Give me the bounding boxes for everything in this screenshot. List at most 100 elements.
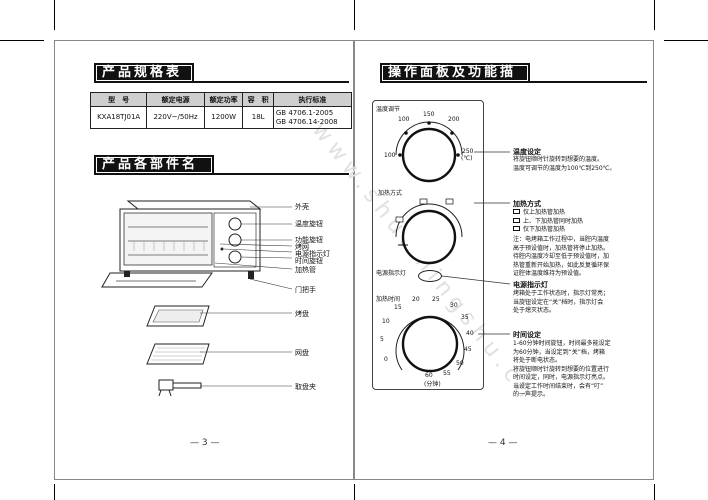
bottom-heat-icon bbox=[513, 226, 520, 231]
crop-mark bbox=[54, 0, 55, 30]
timer-unit: (分钟) bbox=[424, 381, 441, 388]
lamp-desc-heading: 电源指示灯 bbox=[513, 281, 548, 289]
timer-tick-20: 20 bbox=[412, 296, 420, 303]
timer-knob-label: 加热时间 bbox=[376, 296, 401, 303]
spec-rated-power: 1200W bbox=[203, 106, 244, 129]
title-underline bbox=[530, 81, 647, 83]
part-label-heating-tube: 加热管 bbox=[295, 266, 316, 274]
both-heat-icon bbox=[513, 217, 520, 223]
wire-rack-illustration bbox=[146, 343, 210, 365]
heat-option-label: 仅下加热管加热 bbox=[523, 226, 566, 233]
part-label-tray-clip: 取盘夹 bbox=[295, 383, 316, 391]
heat-note-line: 高于预设值时，加热管将停止加热。 bbox=[513, 244, 610, 252]
crop-mark bbox=[354, 484, 355, 500]
spec-header-standard: 执行标准 bbox=[272, 92, 353, 107]
heat-option-label: 上、下加热管同时加热 bbox=[523, 217, 584, 225]
timer-tick-30: 30 bbox=[450, 302, 458, 309]
spec-capacity: 18L bbox=[242, 106, 274, 129]
temp-desc-body: 将旋钮顺时针旋转到想要的温度。 温度可调节的温度为100℃到250℃。 bbox=[513, 156, 649, 173]
heat-option-label: 仅上加热管加热 bbox=[523, 209, 566, 216]
temperature-knob[interactable] bbox=[384, 113, 474, 183]
top-heat-icon bbox=[513, 209, 520, 214]
part-label-temp-knob: 温度旋钮 bbox=[295, 220, 323, 228]
timer-tick-40: 40 bbox=[466, 330, 474, 337]
spec-standard: GB 4706.1-2005 GB 4706.14-2008 bbox=[272, 106, 353, 129]
tray-clip-illustration bbox=[158, 379, 202, 397]
spec-header-power-source: 额定电源 bbox=[146, 92, 205, 107]
time-desc-line: 的一声提示。 bbox=[513, 391, 550, 398]
lamp-desc-line: 烤箱处于工作状态时，指示灯常亮； bbox=[513, 290, 610, 297]
spec-standard-2: GB 4706.14-2008 bbox=[275, 117, 338, 126]
time-desc-line: 1-60分钟时间旋钮，时间最多能设定 bbox=[513, 340, 611, 347]
time-desc-body: 1-60分钟时间旋钮，时间最多能设定 为60分钟，当设定到“关”档，烤箱 将处于… bbox=[513, 340, 649, 400]
right-page bbox=[354, 40, 654, 480]
lamp-desc-body: 烤箱处于工作状态时，指示灯常亮； 当旋钮设定在“关”档时，指示灯会 处于熄灭状态… bbox=[513, 290, 649, 316]
timer-tick-60: 60 bbox=[425, 372, 433, 379]
spec-model: KXA18TJ01A bbox=[89, 106, 148, 129]
heat-option-both: 上、下加热管同时加热 bbox=[513, 217, 649, 227]
crop-mark bbox=[54, 484, 55, 500]
temp-desc-line: 温度可调节的温度为100℃到250℃。 bbox=[513, 164, 616, 172]
function-knob-label: 加热方式 bbox=[378, 190, 403, 197]
baking-tray-illustration bbox=[146, 305, 210, 327]
heat-desc-heading: 加热方式 bbox=[513, 200, 541, 208]
timer-tick-5: 5 bbox=[380, 336, 384, 343]
heat-note-line: 注：电烤箱工作过程中，当腔内温度 bbox=[513, 236, 610, 243]
lamp-desc-line: 处于熄灭状态。 bbox=[513, 307, 556, 314]
heat-desc-options: 仅上加热管加热 上、下加热管同时加热 仅下加热管加热 bbox=[513, 209, 649, 235]
spec-power-source: 220V~/50Hz bbox=[146, 106, 205, 129]
function-knob[interactable] bbox=[384, 195, 474, 265]
time-desc-line: 将处于断电状态。 bbox=[513, 357, 562, 364]
control-panel bbox=[372, 100, 484, 390]
indicator-label: 电源指示灯 bbox=[376, 270, 407, 277]
timer-tick-25: 25 bbox=[432, 296, 440, 303]
heat-note-line: 热管重新开始加热，如此反复循环保 bbox=[513, 261, 610, 269]
timer-tick-35: 35 bbox=[461, 314, 469, 321]
timer-tick-50: 50 bbox=[456, 360, 464, 367]
spec-header-capacity: 容 积 bbox=[242, 92, 274, 107]
heat-note-line: 待腔内温度冷却至低于预设值时，加 bbox=[513, 253, 610, 260]
parts-title: 产品各部件名称 bbox=[94, 155, 214, 192]
part-label-shell: 外壳 bbox=[295, 203, 309, 211]
temp-tick-100: 100 bbox=[384, 152, 396, 159]
timer-tick-10: 10 bbox=[382, 318, 390, 325]
page-number-right: — 4 — bbox=[488, 438, 518, 448]
timer-tick-55: 55 bbox=[443, 370, 451, 377]
heat-desc-note: 注：电烤箱工作过程中，当腔内温度 高于预设值时，加热管将停止加热。 待腔内温度冷… bbox=[513, 236, 649, 279]
temp-tick-150: 100 bbox=[398, 116, 410, 123]
part-label-baking-tray: 烤盘 bbox=[295, 310, 309, 318]
timer-tick-15: 15 bbox=[394, 304, 402, 311]
time-desc-line: 时间设定，同时，电源指示灯亮点。 bbox=[513, 374, 610, 381]
heat-note-line: 证腔体温度维持为预设值。 bbox=[513, 270, 586, 277]
time-desc-line: 为60分钟，当设定到“关”档，烤箱 bbox=[513, 348, 605, 356]
part-label-timer-knob: 时间旋钮 bbox=[295, 257, 323, 265]
heat-option-bottom: 仅下加热管加热 bbox=[513, 226, 649, 235]
title-underline bbox=[194, 81, 349, 83]
temp-desc-line: 将旋钮顺时针旋转到想要的温度。 bbox=[513, 156, 604, 163]
timer-knob[interactable] bbox=[380, 300, 480, 390]
time-desc-line: 当设定工作时间结束时，会有“叮” bbox=[513, 382, 604, 390]
crop-mark bbox=[354, 0, 355, 30]
part-label-function-knob: 功能旋钮 bbox=[295, 236, 323, 244]
oven-illustration bbox=[101, 200, 262, 288]
temp-unit: (℃) bbox=[461, 155, 473, 162]
part-label-rack: 烤网 bbox=[295, 243, 309, 251]
heat-option-top: 仅上加热管加热 bbox=[513, 209, 649, 218]
temp-tick-250: 250 bbox=[462, 148, 474, 155]
part-label-door-handle: 门把手 bbox=[295, 286, 316, 294]
lamp-desc-line: 当旋钮设定在“关”档时，指示灯会 bbox=[513, 298, 604, 306]
temp-tick-200: 150 bbox=[423, 111, 435, 118]
timer-tick-0: 0 bbox=[384, 356, 388, 363]
power-indicator-lamp bbox=[418, 270, 442, 282]
time-desc-line: 将旋钮顺时针旋转到想要的位置进行 bbox=[513, 365, 610, 373]
left-page bbox=[54, 40, 354, 480]
part-label-wire-rack: 网盘 bbox=[295, 349, 309, 357]
temp-knob-label: 温度调节 bbox=[376, 106, 401, 113]
spec-table: 型 号 额定电源 额定功率 容 积 执行标准 KXA18TJ01A 220V~/… bbox=[89, 92, 353, 129]
spec-title: 产品规格表 bbox=[94, 63, 194, 83]
title-underline bbox=[214, 173, 349, 175]
time-desc-heading: 时间设定 bbox=[513, 331, 541, 339]
crop-mark bbox=[664, 40, 708, 41]
